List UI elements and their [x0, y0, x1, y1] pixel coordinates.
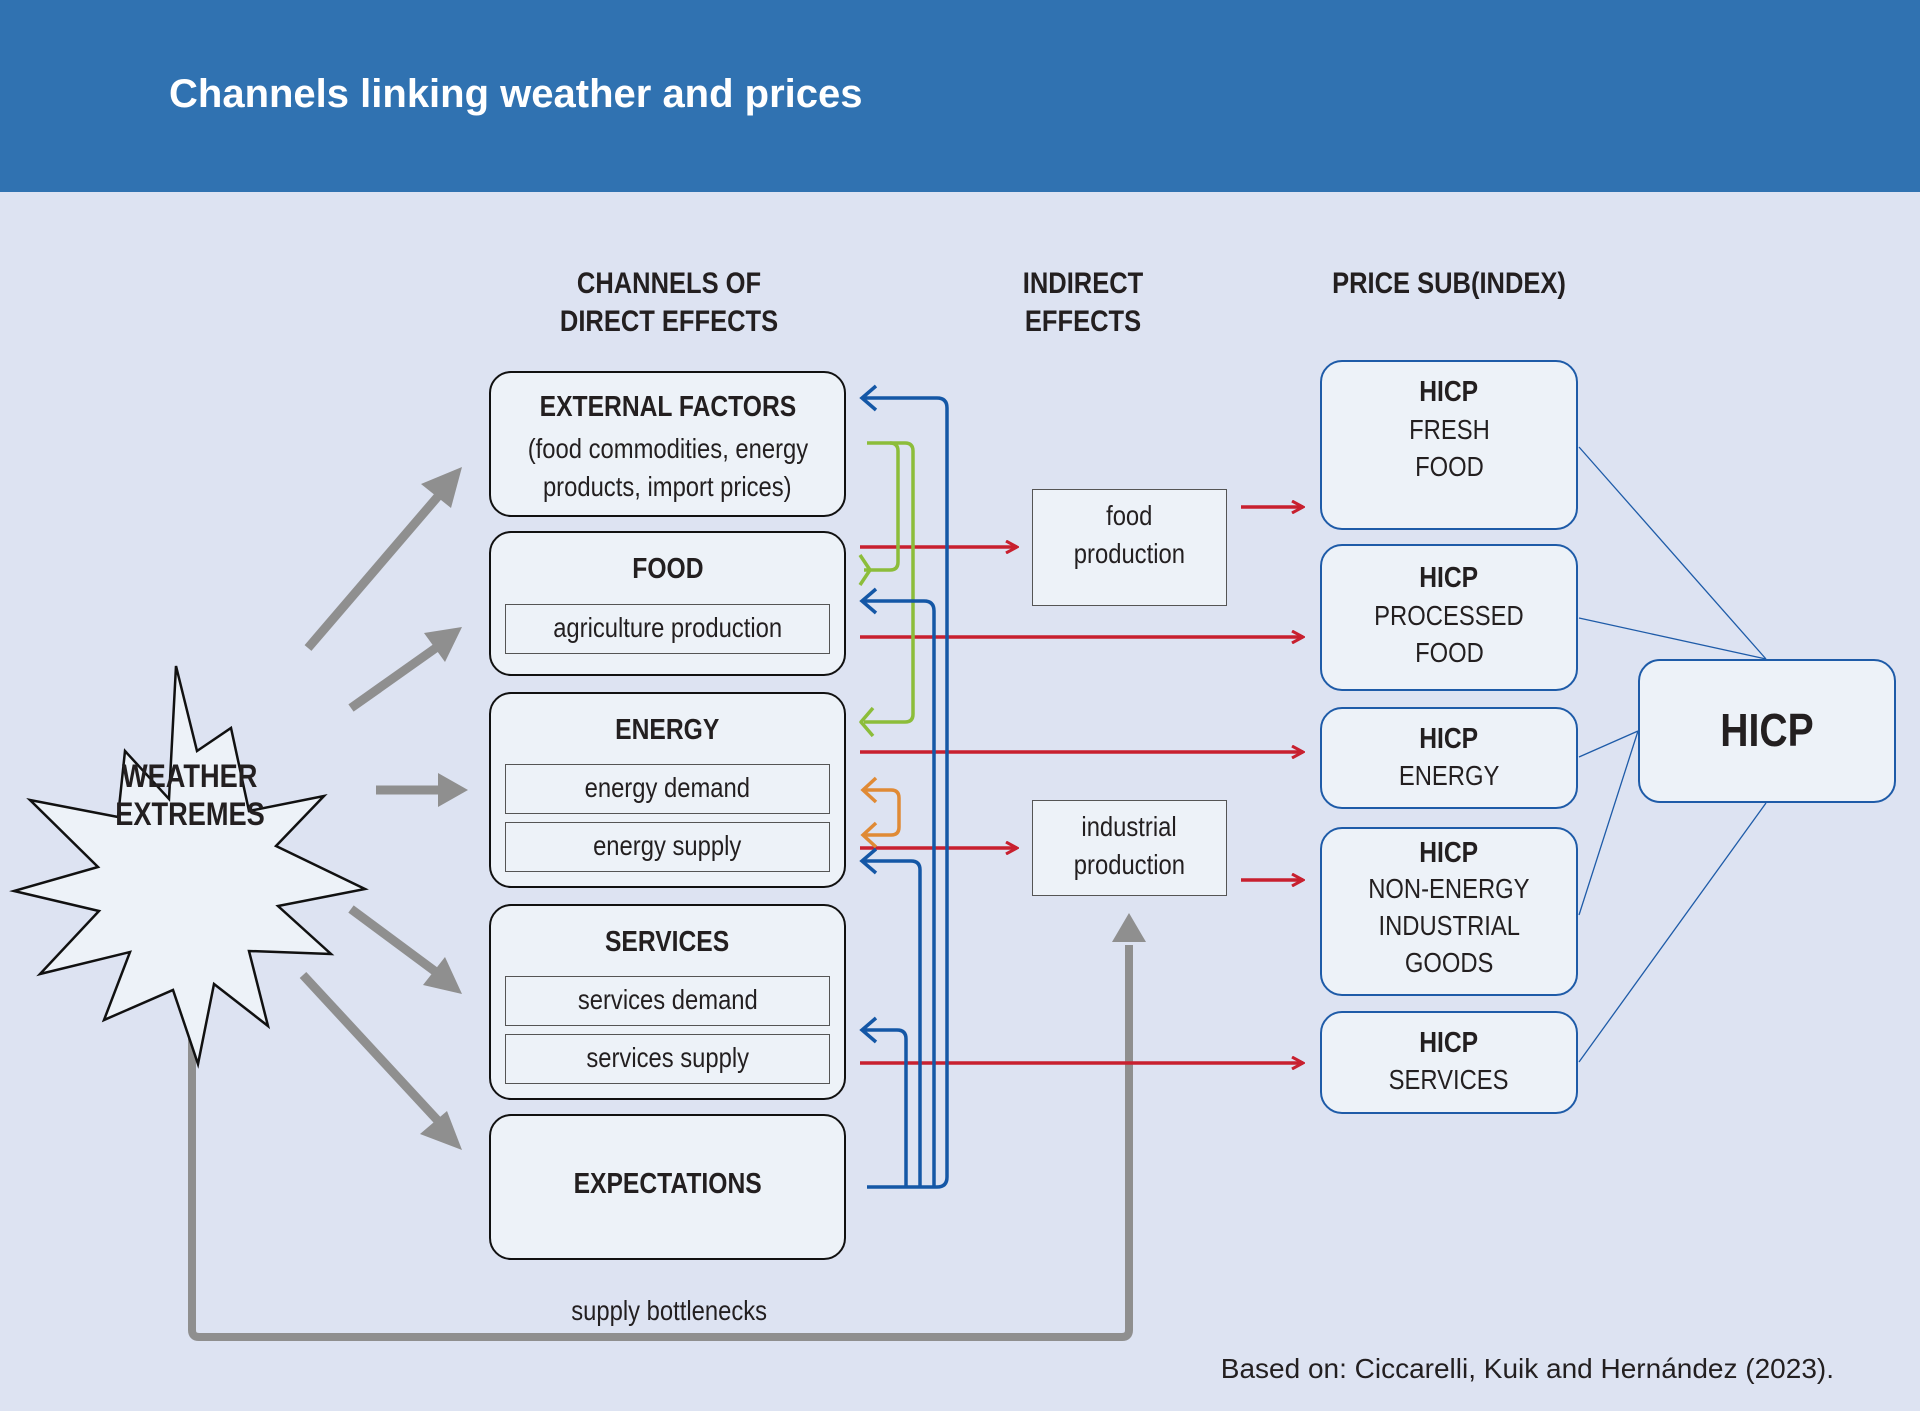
sub-channel-label: energy supply	[593, 830, 742, 861]
indirect-food-production[interactable]: food production	[1032, 489, 1227, 606]
arrow-head-icon	[424, 627, 462, 662]
indirect-label: production	[1073, 849, 1186, 880]
hicp-label: FOOD	[1414, 637, 1484, 668]
label-line: WEATHER	[122, 758, 258, 794]
hicp-title: HICP	[1419, 376, 1479, 408]
feedback-orange	[860, 776, 901, 849]
arrow-to-external	[304, 491, 444, 651]
channel-title: FOOD	[631, 553, 704, 585]
arrow-to-food	[348, 641, 443, 712]
channel-note: (food commodities, energy	[527, 433, 808, 464]
channel-title: EXTERNAL FACTORS	[539, 391, 796, 423]
arrow-head-icon	[438, 773, 468, 807]
hicp-title: HICP	[1419, 723, 1479, 755]
heading-line: INDIRECT	[1022, 267, 1144, 300]
hicp-label: FOOD	[1414, 451, 1484, 482]
channel-external-factors[interactable]: EXTERNAL FACTORS (food commodities, ener…	[489, 371, 846, 517]
feedback-blue	[859, 384, 949, 1189]
sub-channel: agriculture production	[505, 604, 830, 654]
channel-title: SERVICES	[605, 926, 730, 958]
channel-energy[interactable]: ENERGY energy demand energy supply	[489, 692, 846, 888]
hicp-aggregate[interactable]: HICP	[1638, 659, 1896, 803]
hicp-title: HICP	[1419, 562, 1479, 594]
starburst-icon	[9, 665, 369, 1069]
hicp-label: SERVICES	[1389, 1064, 1509, 1095]
column-heading-indirect: INDIRECT EFFECTS	[981, 265, 1185, 341]
sub-channel: energy supply	[505, 822, 830, 872]
sub-channel: energy demand	[505, 764, 830, 814]
arrow-head-icon	[421, 467, 462, 508]
hicp-non-energy-industrial-goods[interactable]: HICP NON-ENERGY INDUSTRIAL GOODS	[1320, 827, 1578, 996]
arrow-to-expectations	[299, 971, 444, 1127]
weather-arrows	[299, 467, 468, 1150]
hicp-label: NON-ENERGY	[1368, 873, 1530, 904]
sub-channel: services demand	[505, 976, 830, 1026]
heading-line: CHANNELS OF	[576, 267, 762, 300]
arrow-head-icon	[423, 957, 462, 994]
indirect-industrial-production[interactable]: industrial production	[1032, 800, 1227, 896]
channel-services[interactable]: SERVICES services demand services supply	[489, 904, 846, 1100]
hicp-services[interactable]: HICP SERVICES	[1320, 1011, 1578, 1114]
hicp-label: FRESH	[1408, 414, 1490, 445]
heading-line: EFFECTS	[1024, 305, 1142, 338]
aggregate-connectors	[1578, 446, 1767, 1063]
citation: Based on: Ciccarelli, Kuik and Hernández…	[1220, 1353, 1834, 1384]
label-line: EXTREMES	[115, 796, 265, 832]
hicp-processed-food[interactable]: HICP PROCESSED FOOD	[1320, 544, 1578, 691]
feedback-green	[858, 441, 915, 738]
channel-food[interactable]: FOOD agriculture production	[489, 531, 846, 676]
column-heading-direct: CHANNELS OF DIRECT EFFECTS	[542, 265, 797, 341]
sub-channel-label: energy demand	[584, 772, 751, 803]
hicp-label: GOODS	[1404, 947, 1494, 978]
header-bar: Channels linking weather and prices	[0, 0, 1920, 192]
bottleneck-text: supply bottlenecks	[571, 1295, 767, 1326]
channel-note: products, import prices)	[543, 471, 792, 502]
supply-bottlenecks-label: supply bottlenecks	[519, 1295, 819, 1327]
hicp-label: ENERGY	[1398, 760, 1500, 791]
channel-expectations[interactable]: EXPECTATIONS	[489, 1114, 846, 1260]
hicp-energy[interactable]: HICP ENERGY	[1320, 707, 1578, 809]
hicp-title: HICP	[1419, 1027, 1479, 1059]
hicp-label: PROCESSED	[1374, 600, 1524, 631]
hicp-label: INDUSTRIAL	[1378, 910, 1520, 941]
supply-bottleneck-arrow	[188, 913, 1146, 1341]
sub-channel: services supply	[505, 1034, 830, 1084]
weather-extremes-label: WEATHER EXTREMES	[95, 757, 285, 833]
page-title: Channels linking weather and prices	[169, 72, 863, 116]
heading-line: DIRECT EFFECTS	[559, 305, 779, 338]
indirect-label: production	[1073, 538, 1186, 569]
sub-channel-label: services supply	[586, 1042, 749, 1073]
sub-channel-label: services demand	[577, 984, 758, 1015]
hicp-title: HICP	[1419, 837, 1479, 869]
indirect-label: food	[1106, 500, 1153, 531]
arrow-to-services	[348, 905, 443, 979]
hicp-fresh-food[interactable]: HICP FRESH FOOD	[1320, 360, 1578, 530]
channel-title: ENERGY	[615, 714, 720, 746]
channel-title: EXPECTATIONS	[573, 1168, 762, 1200]
sub-channel-label: agriculture production	[553, 612, 782, 643]
heading-line: PRICE SUB(INDEX)	[1332, 267, 1566, 300]
arrow-head-icon	[420, 1111, 462, 1150]
hicp-aggregate-title: HICP	[1720, 704, 1814, 756]
column-heading-price: PRICE SUB(INDEX)	[1313, 265, 1585, 303]
indirect-label: industrial	[1081, 811, 1178, 842]
